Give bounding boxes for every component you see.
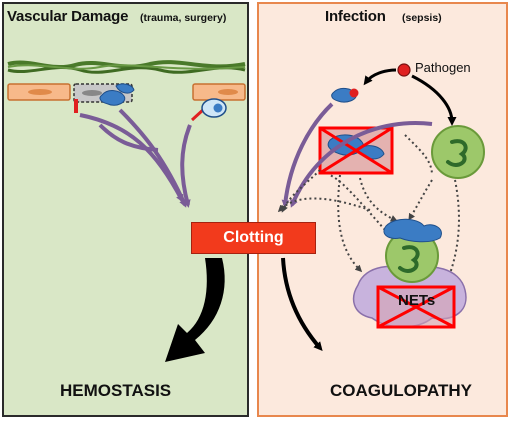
endothelial-cell-right	[192, 83, 246, 101]
infection-subtitle: (sepsis)	[402, 12, 442, 24]
clotting-label: Clotting	[223, 229, 284, 246]
coagulopathy-arrow	[281, 257, 323, 352]
pathogen-icon	[397, 63, 411, 77]
infection-title: Infection	[325, 8, 386, 25]
clotting-box: Clotting	[191, 222, 316, 254]
platelet-icon	[99, 83, 135, 106]
vascular-damage-subtitle: (trauma, surgery)	[140, 12, 227, 24]
neutrophil-icon	[431, 125, 485, 179]
net-forming-cell-icon	[352, 218, 467, 329]
vascular-damage-title: Vascular Damage	[7, 8, 129, 25]
hemostasis-label: HEMOSTASIS	[60, 381, 172, 400]
endothelial-cell-left	[7, 83, 71, 101]
dotted-feedback-arrows	[277, 134, 460, 303]
net-label: NETs	[398, 292, 436, 309]
vessel-wall	[7, 60, 246, 74]
pathogen-arrows	[363, 68, 457, 126]
tissue-factor-cell-icon	[190, 98, 227, 122]
vascular-pathway-arrows	[79, 108, 192, 208]
pathogen-label: Pathogen	[415, 60, 471, 75]
infection-pathway-arrows	[281, 102, 433, 208]
coagulopathy-label: COAGULOPATHY	[330, 381, 472, 400]
vascular-damage-panel	[2, 2, 249, 417]
hemostasis-arrow	[165, 258, 225, 362]
activated-platelet-icon	[331, 87, 359, 103]
